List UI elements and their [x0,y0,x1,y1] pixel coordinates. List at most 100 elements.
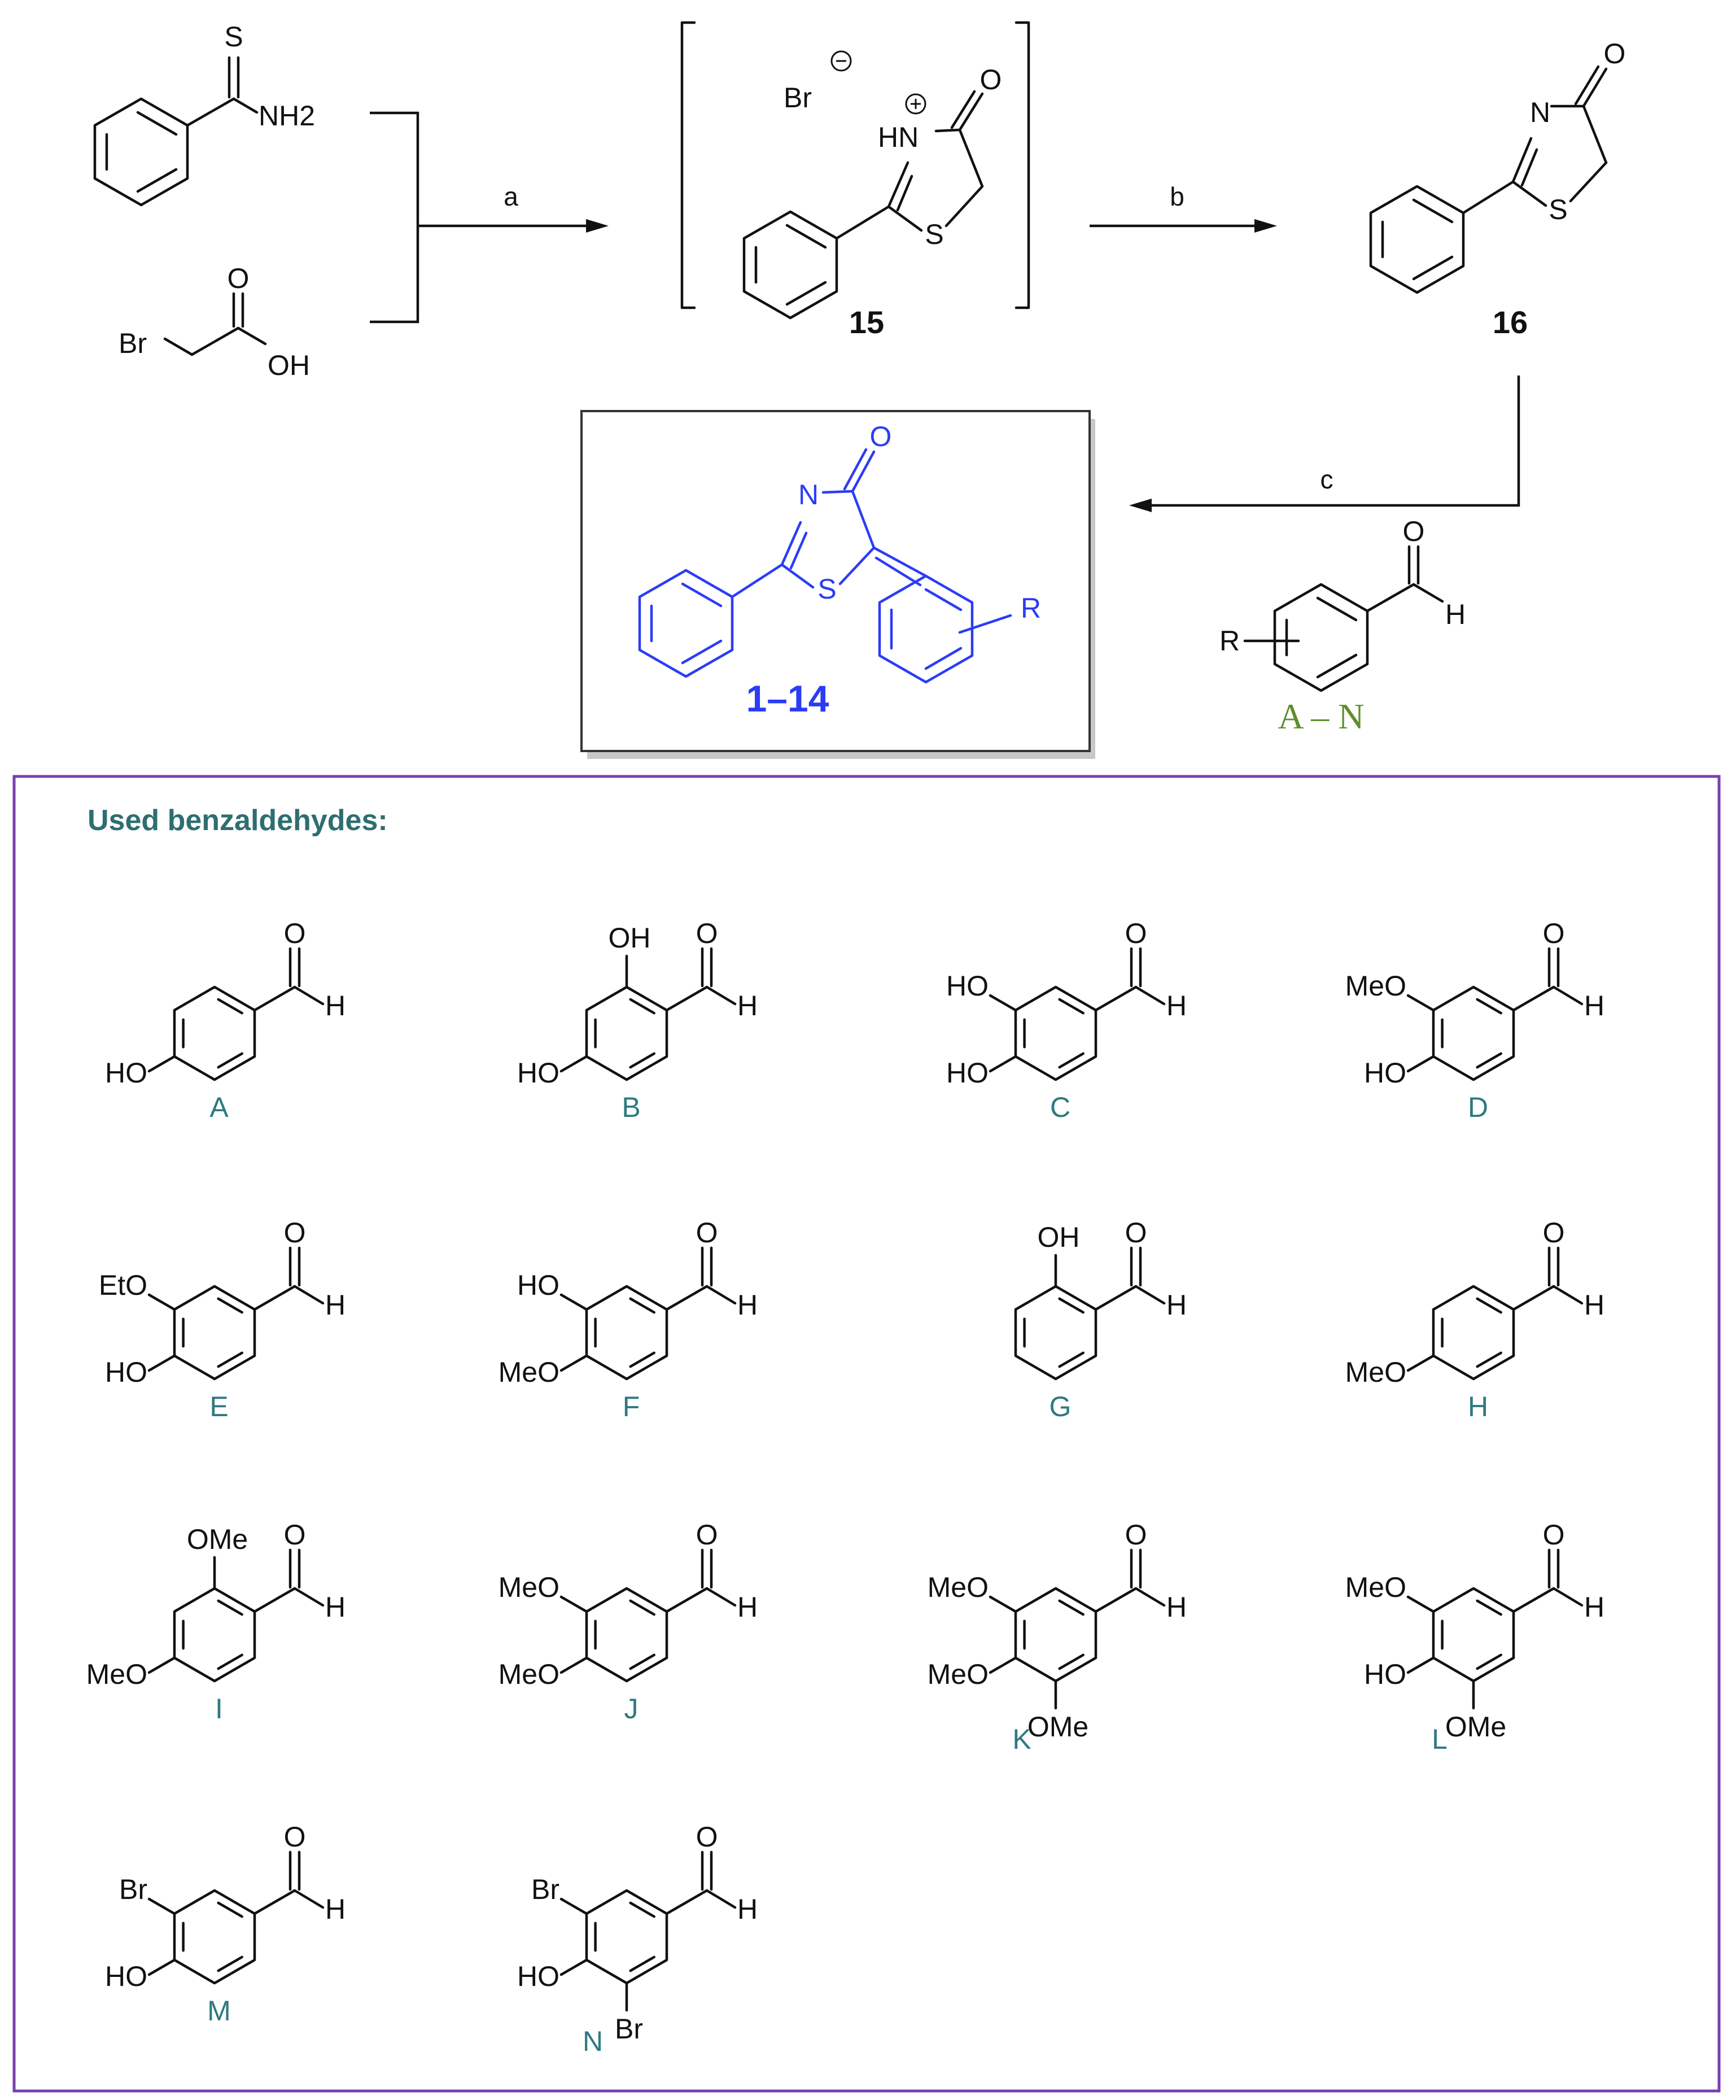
benzaldehyde-A: O H HO A [105,918,346,1123]
intermediate-s-label: S [925,219,943,250]
aldehyde-h-label: H [325,1289,346,1321]
carbonyl-o-label: O [696,1821,718,1853]
left-square-bracket [680,21,696,309]
ortho-substituent: OH [609,922,651,954]
compound-letter-label: J [624,1693,639,1724]
para-substituent: HO [105,1356,147,1388]
para-substituent: HO [517,1961,559,1992]
aldehyde-h-label: H [1166,1591,1187,1623]
meta-substituent: EtO [99,1269,147,1301]
meta-substituent: Br [531,1874,559,1905]
thiazolone-s-label: S [1549,194,1567,225]
meta-substituent: MeO [1345,970,1406,1002]
meta-substituent: MeO [928,1571,989,1603]
carbonyl-o-label: O [1543,1519,1565,1551]
compound-letter-label: G [1050,1391,1072,1422]
intermediate-15: Br HN O S 15 [680,21,1030,340]
condition-b: b [1170,182,1184,211]
meta-prime-substituent: OMe [1445,1711,1506,1743]
benzaldehyde-grid: OHHOAOHOHHOBOHHOHOCOHMeOHODOHEtOHOEOHHOM… [86,918,1605,2057]
para-substituent: HO [946,1057,989,1089]
compound-letter-label: D [1468,1092,1488,1123]
aldehyde-h-label: H [737,1893,758,1925]
product-n-label: N [798,479,819,510]
thiazolone-o-label: O [1604,38,1626,69]
aldehyde-h-label: H [1166,990,1187,1021]
aldehyde-h-label: H [1584,1289,1604,1321]
para-substituent: HO [105,1057,147,1089]
meta-substituent: Br [119,1874,147,1905]
carbonyl-o-label: O [696,1519,718,1551]
ortho-substituent: OH [1038,1221,1080,1253]
carbonyl-o-label: O [284,1821,306,1853]
reagent-join-bracket [370,111,419,324]
meta-prime-substituent: OMe [1027,1711,1088,1743]
arrow-c: c [1129,376,1520,512]
para-substituent: HO [1364,1658,1406,1690]
aldehyde-h-label: H [737,990,758,1021]
compound-letter-label: K [1012,1723,1031,1755]
para-substituent: HO [517,1057,559,1089]
product-s-label: S [817,573,836,605]
aldehyde-h-label: H [1445,599,1466,630]
product-o-label: O [870,421,892,452]
compound-letter-label: E [209,1391,228,1422]
arrow-b: b [1090,182,1277,233]
aldehyde-o-label: O [1403,516,1425,547]
compound-letter-label: N [583,2025,603,2057]
meta-substituent: MeO [1345,1571,1406,1603]
aldehyde-h-label: H [325,990,346,1021]
product-1-14-structure: N O S R [638,421,1041,684]
condition-a: a [504,182,518,211]
para-substituent: HO [1364,1057,1406,1089]
intermediate-o-label: O [980,64,1002,95]
arrow-a: a [418,182,609,233]
bromo-br-label: Br [119,328,147,359]
ortho-substituent: OMe [187,1523,248,1555]
thioamide-nh2-label: NH2 [259,100,315,132]
bromide-label: Br [784,82,812,113]
carbonyl-o-label: O [1125,1217,1147,1248]
compound-letter-label: M [207,1995,231,2027]
aldehyde-h-label: H [737,1591,758,1623]
compound-15-label: 15 [849,304,884,340]
aldehyde-h-label: H [1584,990,1604,1021]
meta-substituent: MeO [499,1571,559,1603]
product-r-label: R [1021,592,1041,624]
meta-prime-substituent: Br [615,2013,643,2045]
para-substituent: MeO [499,1658,559,1690]
benzaldehydes-heading: Used benzaldehydes: [88,804,388,837]
carbonyl-o-label: O [1125,918,1147,949]
aldehyde-h-label: H [1166,1289,1187,1321]
product-number-label: 1–14 [746,678,829,719]
compound-letter-label: I [215,1693,223,1724]
aldehyde-h-label: H [1584,1591,1604,1623]
benzaldehydes-box [12,775,1721,2093]
compound-letter-label: A [209,1092,229,1123]
carbonyl-o-label: O [284,1519,306,1551]
para-substituent: MeO [1345,1356,1406,1388]
compound-letter-label: L [1432,1723,1448,1755]
aldehyde-r-label: R [1219,625,1240,657]
acid-oh-label: OH [268,350,310,381]
compound-letter-label: B [622,1092,640,1123]
para-substituent: HO [105,1961,147,1992]
carbonyl-o-label: O [696,918,718,949]
compound-16-label: 16 [1493,304,1528,340]
thiazolone-n-label: N [1530,97,1550,128]
carbonyl-o-label: O [1543,1217,1565,1248]
aldehyde-h-label: H [737,1289,758,1321]
compound-letter-label: C [1050,1092,1070,1123]
carbonyl-o-label: O [284,918,306,949]
condition-c: c [1320,465,1333,494]
